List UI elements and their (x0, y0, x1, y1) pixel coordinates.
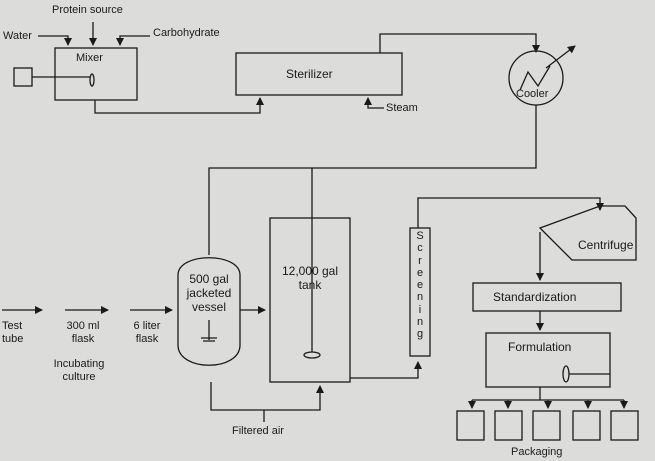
tank-label: 12,000 gal tank (272, 264, 348, 292)
tank-label-line1: 12,000 gal (281, 264, 339, 278)
cooler-coil (519, 65, 551, 91)
package-5 (610, 410, 639, 441)
screening-to-centrifuge (417, 197, 604, 228)
formulation-label: Formulation (508, 340, 572, 354)
sterilizer-to-cooler (379, 33, 540, 53)
cooler-arrow (545, 45, 576, 69)
sterilizer-box (235, 52, 403, 96)
screening-letter: n (416, 291, 424, 304)
screening-letter: e (416, 279, 424, 292)
package-3 (532, 410, 561, 441)
mixer-box (54, 47, 138, 101)
standardization-box (472, 282, 622, 312)
vessel-label-line2: jacketed (186, 286, 232, 300)
mixer-impeller (89, 73, 95, 87)
test-tube-label: Test tube (2, 320, 23, 346)
screening-label: S c r e e n i n g (410, 230, 430, 341)
vessel-label-line1: 500 gal (189, 272, 229, 286)
mixer-label: Mixer (76, 52, 103, 64)
screening-letter: n (416, 316, 424, 329)
steam-arrow (364, 97, 384, 109)
water-arrow (38, 35, 72, 46)
flask-300-line1: 300 ml (66, 320, 100, 332)
screening-letter: c (417, 242, 423, 255)
tank-impeller (303, 351, 321, 359)
screening-letter: e (416, 266, 424, 279)
mixer-motor (13, 67, 33, 87)
package-2 (494, 410, 523, 441)
mixer-to-sterilizer (94, 97, 264, 114)
carbohydrate-arrow (116, 35, 150, 46)
steam-label: Steam (386, 102, 418, 114)
screening-letter: S (416, 230, 424, 242)
screening-box (409, 227, 431, 357)
cooler-return-line (208, 105, 537, 255)
screening-letter: i (418, 303, 422, 316)
formulation-impeller (562, 365, 570, 383)
standardization-label: Standardization (493, 290, 577, 304)
water-label: Water (3, 30, 32, 42)
vessel-impeller (201, 337, 217, 342)
vessel-label: 500 gal jacketed vessel (181, 272, 237, 314)
filtered-air-line (210, 382, 324, 411)
cooler-label: Cooler (516, 88, 549, 100)
tank-label-line2: tank (298, 278, 322, 292)
sterilizer-label: Sterilizer (286, 67, 333, 81)
carbohydrate-label: Carbohydrate (153, 27, 220, 39)
test-tube-line1: Test (2, 320, 23, 332)
centrifuge-shape (538, 205, 637, 261)
test-tube-line2: tube (2, 333, 24, 345)
filtered-air-label: Filtered air (232, 425, 284, 437)
incubating-line1: Incubating (53, 358, 105, 370)
incubating-line2: culture (62, 371, 96, 383)
packaging-label: Packaging (511, 446, 563, 458)
screening-letter: g (416, 328, 424, 341)
package-1 (456, 410, 485, 441)
tank-to-screening (350, 361, 422, 379)
tank-box (269, 217, 351, 383)
flask-300-label: 300 ml flask (58, 320, 108, 346)
package-4 (572, 410, 601, 441)
centrifuge-label: Centrifuge (578, 238, 634, 252)
formulation-box (485, 332, 611, 388)
protein-source-label: Protein source (52, 4, 123, 16)
screening-letter: r (418, 254, 422, 267)
incubating-culture-label: Incubating culture (44, 358, 114, 384)
flask-300-line2: flask (71, 333, 95, 345)
vessel-label-line3: vessel (191, 300, 226, 314)
flask-6l-line1: 6 liter (133, 320, 161, 332)
flask-6l-label: 6 liter flask (122, 320, 172, 346)
flask-6l-line2: flask (135, 333, 159, 345)
vessel-body (177, 257, 241, 366)
